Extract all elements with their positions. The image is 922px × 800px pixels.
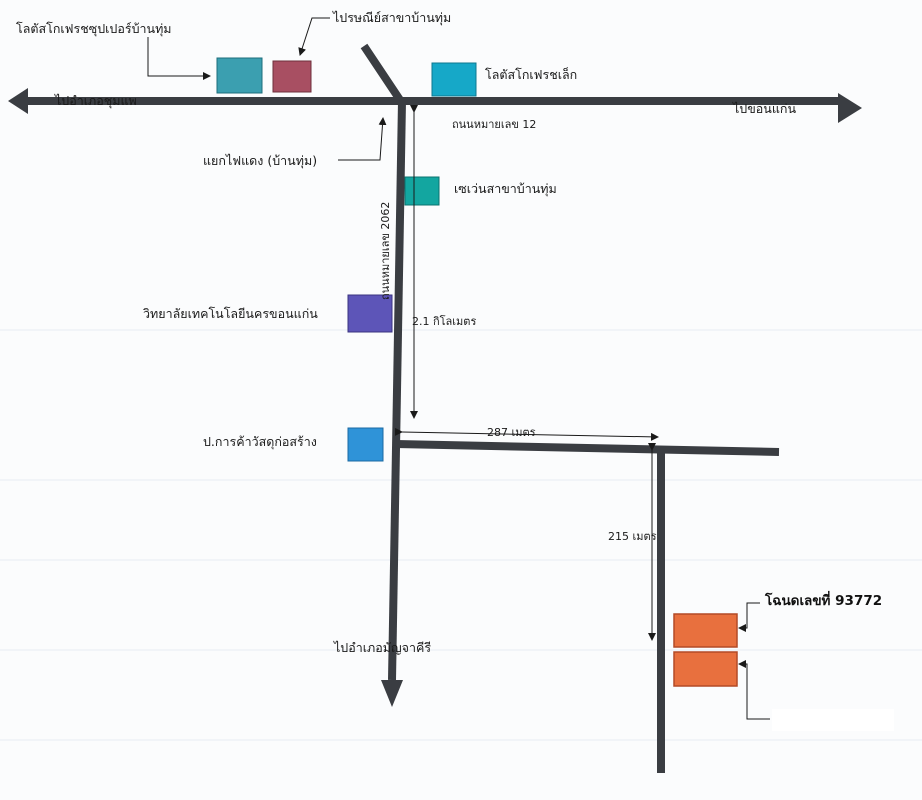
lotus-super-box (216, 57, 263, 94)
label-road-2062: ถนนหมายเลข 2062 (379, 202, 392, 300)
deed-plot-lower (673, 651, 738, 687)
label-dist-2-1km: 2.1 กิโลเมตร (412, 314, 476, 328)
arrow-left-icon (8, 88, 28, 114)
leader-lines (147, 17, 770, 720)
label-post-office: ไปรษณีย์สาขาบ้านทุ่ม (332, 10, 451, 26)
college-box (347, 294, 393, 333)
paper-texture (0, 329, 922, 741)
label-deed-number: โฉนดเลขที่ 93772 (764, 590, 882, 609)
label-traffic-light: แยกไฟแดง (บ้านทุ่ม) (203, 153, 317, 169)
label-lotus-super: โลตัสโกเฟรชซุปเปอร์บ้านทุ่ม (16, 21, 172, 37)
post-office-box (272, 60, 312, 93)
redaction-strip (772, 709, 894, 731)
road-side-east (395, 440, 780, 456)
label-college: วิทยาลัยเทคโนโลยีนครขอนแก่น (143, 306, 318, 321)
label-to-mancha: ไปอำเภอมัญจาคีรี (333, 640, 431, 655)
label-seven-eleven: เซเว่นสาขาบ้านทุ่ม (454, 181, 557, 197)
label-construction-shop: ป.การค้าวัสดุก่อสร้าง (203, 434, 317, 450)
construction-shop-box (347, 427, 384, 462)
roads (8, 43, 862, 773)
label-to-chumphae: ไปอำเภอชุมแพ (54, 93, 137, 109)
arrow-right-icon (838, 93, 862, 123)
road-north-diagonal (360, 43, 406, 106)
arrow-down-icon (381, 680, 403, 707)
seven-eleven-box (404, 176, 440, 206)
label-dist-215m: 215 เมตร (608, 530, 657, 543)
label-dist-287m: 287 เมตร (487, 426, 536, 439)
label-lotus-small: โลตัสโกเฟรชเล็ก (485, 67, 577, 82)
label-road-12: ถนนหมายเลข 12 (452, 118, 536, 131)
deed-plot-upper (673, 613, 738, 648)
lotus-small-box (431, 62, 477, 97)
road-2062 (388, 100, 406, 681)
label-to-khonkaen: ไปขอนแก่น (732, 101, 796, 116)
